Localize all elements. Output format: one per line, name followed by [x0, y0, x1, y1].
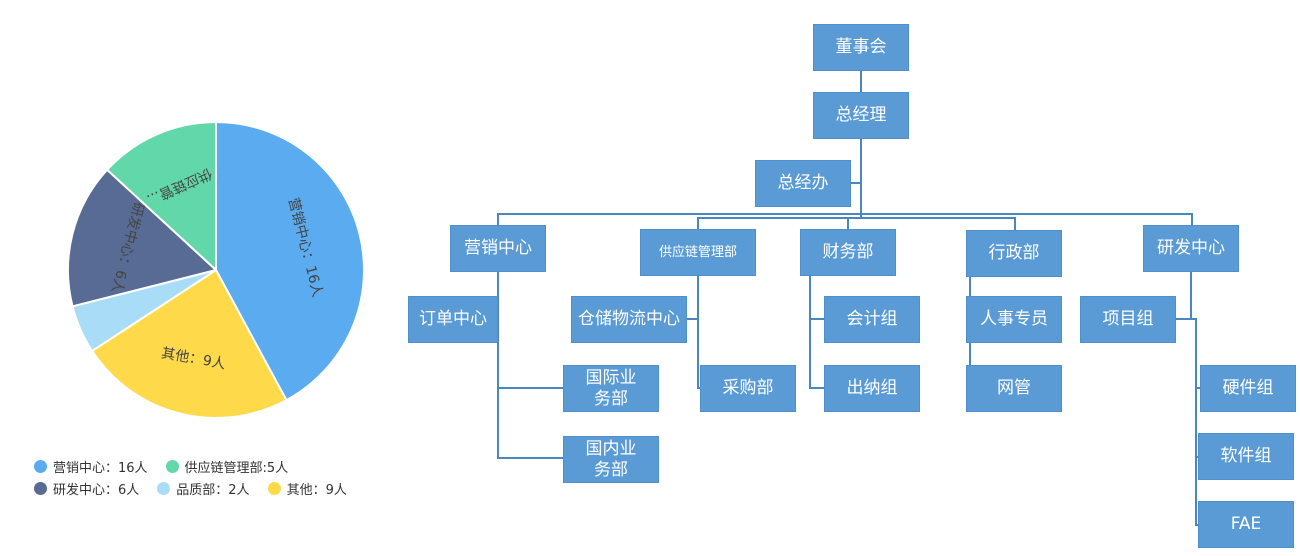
pie-slice-0[interactable] — [215, 121, 365, 402]
org-node-cashier[interactable]: 出纳组 — [824, 365, 920, 412]
org-node-accounting[interactable]: 会计组 — [824, 296, 920, 343]
legend-label: 营销中心：16人 — [53, 460, 148, 476]
connector — [1176, 272, 1200, 526]
pie-legend: 营销中心：16人 供应链管理部:5人 研发中心：6人 品质部：2人 其他：9人 — [34, 455, 347, 499]
legend-item-marketing[interactable]: 营销中心：16人 — [34, 457, 148, 476]
org-node-netadmin[interactable]: 网管 — [966, 365, 1062, 412]
legend-marker — [34, 459, 47, 473]
org-node-finance[interactable]: 财务部 — [800, 229, 896, 276]
legend-marker — [157, 481, 171, 495]
legend-item-rd[interactable]: 研发中心：6人 — [34, 479, 139, 498]
legend-item-quality[interactable]: 品质部：2人 — [157, 479, 250, 498]
org-node-domestic[interactable]: 国内业务部 — [563, 436, 659, 483]
legend-label: 品质部：2人 — [176, 482, 250, 498]
connector — [851, 71, 862, 214]
legend-marker — [267, 481, 281, 495]
connector — [497, 213, 1193, 225]
org-node-gm[interactable]: 总经理 — [813, 92, 909, 139]
org-node-marketing[interactable]: 营销中心 — [450, 225, 546, 272]
connector — [497, 272, 563, 459]
org-node-project[interactable]: 项目组 — [1080, 296, 1176, 343]
org-node-supply[interactable]: 供应链管理部 — [640, 229, 756, 276]
connector — [809, 276, 824, 389]
pie-slice-3[interactable] — [67, 168, 217, 308]
connector — [697, 214, 1016, 230]
org-node-gm-office[interactable]: 总经办 — [755, 160, 851, 207]
legend-label: 研发中心：6人 — [53, 482, 140, 498]
legend-item-other[interactable]: 其他：9人 — [267, 479, 347, 498]
org-node-rd[interactable]: 研发中心 — [1143, 225, 1239, 272]
org-node-purchase[interactable]: 采购部 — [700, 365, 796, 412]
org-node-hardware[interactable]: 硬件组 — [1200, 365, 1296, 412]
org-node-fae[interactable]: FAE — [1198, 501, 1294, 548]
org-node-hr[interactable]: 人事专员 — [966, 296, 1062, 343]
legend-item-supply[interactable]: 供应链管理部:5人 — [165, 457, 289, 476]
org-node-intl[interactable]: 国际业务部 — [563, 365, 659, 412]
legend-marker — [165, 459, 179, 473]
pie-slice-4[interactable] — [106, 121, 217, 271]
org-node-warehouse[interactable]: 仓储物流中心 — [571, 296, 687, 343]
legend-label: 其他：9人 — [286, 482, 347, 498]
org-node-board[interactable]: 董事会 — [813, 24, 909, 71]
org-node-admin[interactable]: 行政部 — [966, 230, 1062, 277]
legend-label: 供应链管理部:5人 — [184, 460, 289, 476]
pie-slice-1[interactable] — [91, 269, 288, 419]
legend-marker — [34, 481, 47, 495]
org-node-software[interactable]: 软件组 — [1198, 433, 1294, 480]
connector — [687, 276, 700, 389]
pie-chart: 营销中心：16人其他：9人研发中心：6人供应链管... — [67, 121, 365, 419]
org-node-order[interactable]: 订单中心 — [408, 296, 498, 343]
